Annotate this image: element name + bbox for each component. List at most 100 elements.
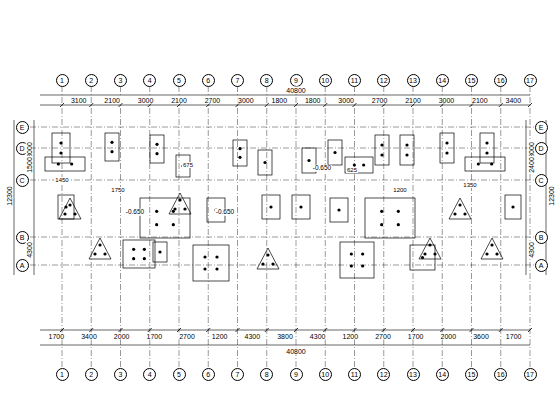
pile-cap: [440, 133, 454, 163]
pile-cap: [52, 133, 70, 163]
elevation-label: -0.650: [215, 209, 235, 216]
drawing-stroke: [470, 103, 474, 107]
elevation-label: -0.650: [125, 209, 145, 216]
drawing-stroke: [382, 103, 386, 107]
dimension-text: 2400: [528, 156, 535, 174]
pile-cap: [169, 193, 191, 214]
axis-number: 7: [236, 77, 240, 84]
axis-bubble: 5: [173, 74, 186, 87]
pile-cap: [257, 248, 279, 269]
axis-number: C: [538, 177, 543, 184]
dimension-text: 1700: [407, 333, 425, 340]
pile: [155, 143, 158, 146]
drawing-stroke: [236, 328, 240, 332]
pile: [445, 141, 448, 144]
drawing-stroke: [177, 103, 181, 107]
dimension-text: 3400: [80, 333, 98, 340]
axis-number: 3: [119, 371, 123, 378]
axis-number: 7: [236, 371, 240, 378]
drawing-stroke: [325, 86, 326, 367]
drawing-stroke: [528, 328, 532, 332]
axis-bubble: A: [16, 259, 29, 272]
pile-cap: [330, 198, 348, 222]
axis-number: 8: [265, 77, 269, 84]
drawing-stroke: [179, 86, 180, 367]
drawing-stroke: [442, 86, 443, 367]
axis-bubble: 11: [348, 368, 361, 381]
dimension-text: 2700: [371, 97, 389, 104]
axis-number: 17: [526, 371, 534, 378]
drawing-stroke: [60, 328, 64, 332]
pile-cap: [375, 135, 389, 165]
drawing-stroke: [149, 86, 150, 367]
pile-cap: [400, 135, 414, 165]
drawing-stroke: [413, 86, 414, 367]
pile: [380, 153, 383, 156]
pile: [70, 162, 73, 165]
axis-number: 10: [321, 371, 329, 378]
axis-number: 2: [89, 371, 93, 378]
axis-bubble: 7: [231, 74, 244, 87]
axis-number: 6: [206, 371, 210, 378]
axis-bubble: B: [535, 231, 548, 244]
drawing-stroke: [206, 103, 210, 107]
axis-number: 5: [177, 77, 181, 84]
drawing-stroke: [148, 328, 152, 332]
pile-cap: [59, 198, 81, 219]
drawing-stroke: [294, 328, 298, 332]
drawing-stroke: [294, 103, 298, 107]
drawing-stroke: [119, 328, 123, 332]
drawing-stroke: [265, 103, 269, 107]
pile: [485, 141, 488, 144]
drawing-stroke: [30, 127, 541, 128]
pile-cap: [153, 242, 167, 262]
drawing-stroke: [323, 328, 327, 332]
pile-cap: [410, 245, 435, 270]
dimension-text: 3100: [70, 97, 88, 104]
axis-bubble: 16: [494, 368, 507, 381]
drawing-stroke: [296, 86, 297, 367]
drawing-stroke: [236, 103, 240, 107]
axis-bubble: 15: [465, 74, 478, 87]
axis-bubble: 2: [85, 368, 98, 381]
axis-number: 2: [89, 77, 93, 84]
dimension-text: 4300: [26, 241, 33, 259]
axis-number: 4: [148, 77, 152, 84]
axis-bubble: E: [16, 121, 29, 134]
pile-cap: [345, 157, 373, 173]
pile: [428, 243, 431, 246]
elevation-label: -0.650: [312, 165, 332, 172]
drawing-stroke: [89, 328, 93, 332]
dimension-text: 2100: [170, 97, 188, 104]
pile-cap: [328, 140, 342, 165]
pile: [238, 147, 241, 150]
pile-cap: [449, 198, 471, 219]
pile: [458, 203, 461, 206]
pile-cap: [365, 198, 415, 238]
drawing-stroke: [62, 86, 63, 367]
pile: [263, 161, 266, 164]
drawing-stroke: [148, 103, 152, 107]
axis-number: 12: [380, 371, 388, 378]
pile: [477, 162, 480, 165]
axis-bubble: D: [535, 142, 548, 155]
axis-number: A: [539, 262, 544, 269]
dimension-text: 2100: [471, 97, 489, 104]
pile: [485, 151, 488, 154]
drawing-stroke: [30, 180, 541, 181]
drawing-stroke: [471, 86, 472, 367]
axis-bubble: 13: [407, 74, 420, 87]
axis-bubble: 10: [319, 368, 332, 381]
pile-cap: [465, 157, 505, 171]
axis-number: 11: [351, 77, 358, 84]
drawing-stroke: [265, 328, 269, 332]
pile: [266, 253, 269, 256]
drawing-stroke: [470, 328, 474, 332]
pile: [380, 210, 383, 213]
drawing-stroke: [526, 120, 527, 275]
pile: [59, 141, 62, 144]
drawing-stroke: [40, 105, 530, 106]
pile-cap: [340, 242, 374, 278]
